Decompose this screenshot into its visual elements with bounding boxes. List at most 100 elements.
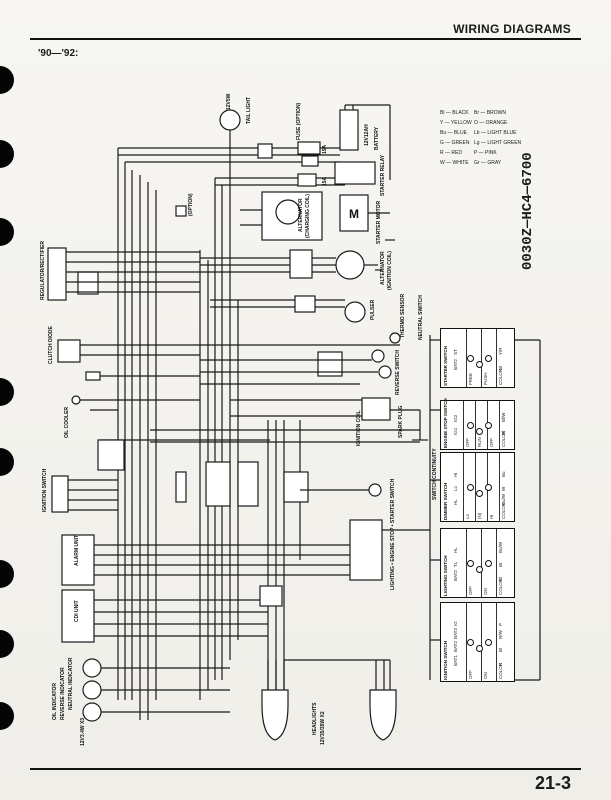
- label-alternator-sub: (CHARGING COIL): [305, 194, 311, 238]
- binder-hole: [0, 218, 14, 246]
- label-combo-switch: LIGHTING • ENGINE STOP • STARTER SWITCH: [390, 478, 396, 590]
- label-pulser: PULSER: [370, 299, 376, 320]
- continuity-node: [467, 639, 474, 646]
- ignition-switch-block: [51, 475, 69, 513]
- label-clutch-diode: CLUTCH DIODE: [48, 326, 54, 364]
- switch-table-cell: Lo: [453, 485, 458, 491]
- legend-column-left: Bl — BLACK Y — YELLOW Bu — BLUE G — GREE…: [440, 110, 472, 170]
- continuity-node: [476, 566, 483, 573]
- switch-table-cell: HL: [453, 499, 458, 505]
- clutch-diode: [57, 339, 81, 363]
- switch-table-divider: [475, 401, 476, 449]
- label-main-fuse: 15A: [322, 176, 328, 186]
- switch-table-cell: Lo: [465, 513, 470, 519]
- continuity-node: [485, 560, 492, 567]
- starter-motor: M: [339, 194, 395, 241]
- switch-table-cell: BAT2: [453, 641, 458, 653]
- alarm-unit: [61, 534, 95, 586]
- model-years: '90—'92:: [38, 48, 79, 59]
- label-fuse: FUSE (OPTION): [296, 102, 302, 140]
- switch-table-title: STARTER SWITCH: [443, 346, 448, 386]
- ignition-coil: [230, 397, 428, 441]
- label-option: (OPTION): [188, 193, 194, 217]
- legend-column-right: Br — BROWN O — ORANGE Lb — LIGHT BLUE Lg…: [474, 110, 521, 170]
- switch-table-divider: [481, 603, 482, 681]
- switch-table-title: LIGHTING SWITCH: [443, 555, 448, 597]
- label-ignition-coil: IGNITION COIL: [356, 410, 362, 446]
- switch-table-title: IGNITION SWITCH: [443, 641, 448, 680]
- label-oil-cooler: OIL COOLER: [64, 406, 70, 438]
- label-battery: BATTERY: [374, 126, 380, 150]
- switch-table-cell: ON: [483, 588, 488, 595]
- continuity-node: [485, 639, 492, 646]
- switch-table-cell: Br: [498, 562, 503, 568]
- label-neutral-switch: NEUTRAL SWITCH: [418, 295, 424, 340]
- label-headlight-rating: 12V35/35W X2: [320, 711, 326, 745]
- page-number: 21-3: [534, 773, 571, 793]
- binder-hole: [0, 560, 14, 588]
- legend-entry: Br — BROWN: [474, 110, 506, 116]
- tail-light: [219, 109, 241, 148]
- switch-table-cell: TL: [453, 561, 458, 567]
- switch-table-divider: [466, 603, 467, 681]
- label-cdi-unit: CDI UNIT: [74, 600, 80, 622]
- label-tail-light: TAIL LIGHT: [246, 96, 252, 124]
- continuity-node: [476, 361, 483, 368]
- headlight-left: [261, 660, 289, 741]
- switch-table-cell: COLOR: [501, 502, 506, 519]
- svg-text:M: M: [349, 207, 359, 221]
- legend-entry: P — PINK: [474, 150, 497, 156]
- label-reverse-indicator: REVERSE INDICATOR: [60, 667, 66, 720]
- battery: [339, 104, 391, 180]
- switch-table-cell: IG1: [453, 427, 458, 435]
- legend-entry: Gr — GRAY: [474, 160, 502, 166]
- switch-table-cell: Bu/W: [501, 493, 506, 505]
- switch-table-cell: Bu/W: [498, 541, 503, 553]
- switch-table-cell: P: [498, 622, 503, 626]
- switch-table-title: DIMMER SWITCH: [443, 482, 448, 520]
- header-rule: [30, 38, 581, 40]
- starter-relay: [334, 161, 376, 185]
- switch-table-cell: R: [498, 662, 503, 666]
- wire-color-legend: Bl — BLACK Y — YELLOW Bu — BLUE G — GREE…: [440, 110, 521, 210]
- switch-table-divider: [466, 529, 467, 597]
- switch-table-cell: IG: [453, 620, 458, 626]
- label-thermo-sensor: THERMO SENSOR: [400, 293, 406, 338]
- headlight-right: [284, 659, 397, 741]
- continuity-node: [485, 422, 492, 429]
- legend-entry: Bu — BLUE: [440, 130, 467, 136]
- switch-table-cell: OFF: [465, 438, 470, 447]
- page-title: WIRING DIAGRAMS: [453, 22, 571, 36]
- switch-table-cell: Hi: [489, 514, 494, 519]
- legend-entry: Bl — BLACK: [440, 110, 469, 116]
- switch-table-divider: [475, 453, 476, 521]
- label-regulator-rectifier: REGULATOR/RECTIFIER: [40, 241, 46, 300]
- alternator-ignition: [200, 250, 382, 280]
- continuity-node: [476, 428, 483, 435]
- cdi-unit: [61, 589, 95, 643]
- legend-entry: Lb — LIGHT BLUE: [474, 130, 517, 136]
- label-switch-continuity: SWITCH CONTINUITY: [432, 448, 438, 500]
- switch-table-cell: BAT1: [453, 654, 458, 666]
- switch-table-divider: [499, 401, 500, 449]
- switch-table-cell: OFF: [489, 438, 494, 447]
- switch-table-cell: Bu: [501, 471, 506, 477]
- switch-table-divider: [499, 453, 500, 521]
- continuity-node: [467, 484, 474, 491]
- switch-table-cell: Hi: [453, 472, 458, 477]
- label-indicator-rating: 12V3.4W X3: [80, 717, 86, 746]
- switch-table-divider: [466, 329, 467, 387]
- binder-hole: [0, 66, 14, 94]
- switch-table-cell: Bl/W: [501, 412, 506, 423]
- switch-table-divider: [463, 401, 464, 449]
- label-neutral-indicator: NEUTRAL INDICATOR: [68, 657, 74, 711]
- legend-entry: R — RED: [440, 150, 462, 156]
- switch-table-cell: Y/R: [498, 347, 503, 355]
- switch-table-cell: HL: [453, 547, 458, 553]
- switch-table-cell: ON: [483, 672, 488, 679]
